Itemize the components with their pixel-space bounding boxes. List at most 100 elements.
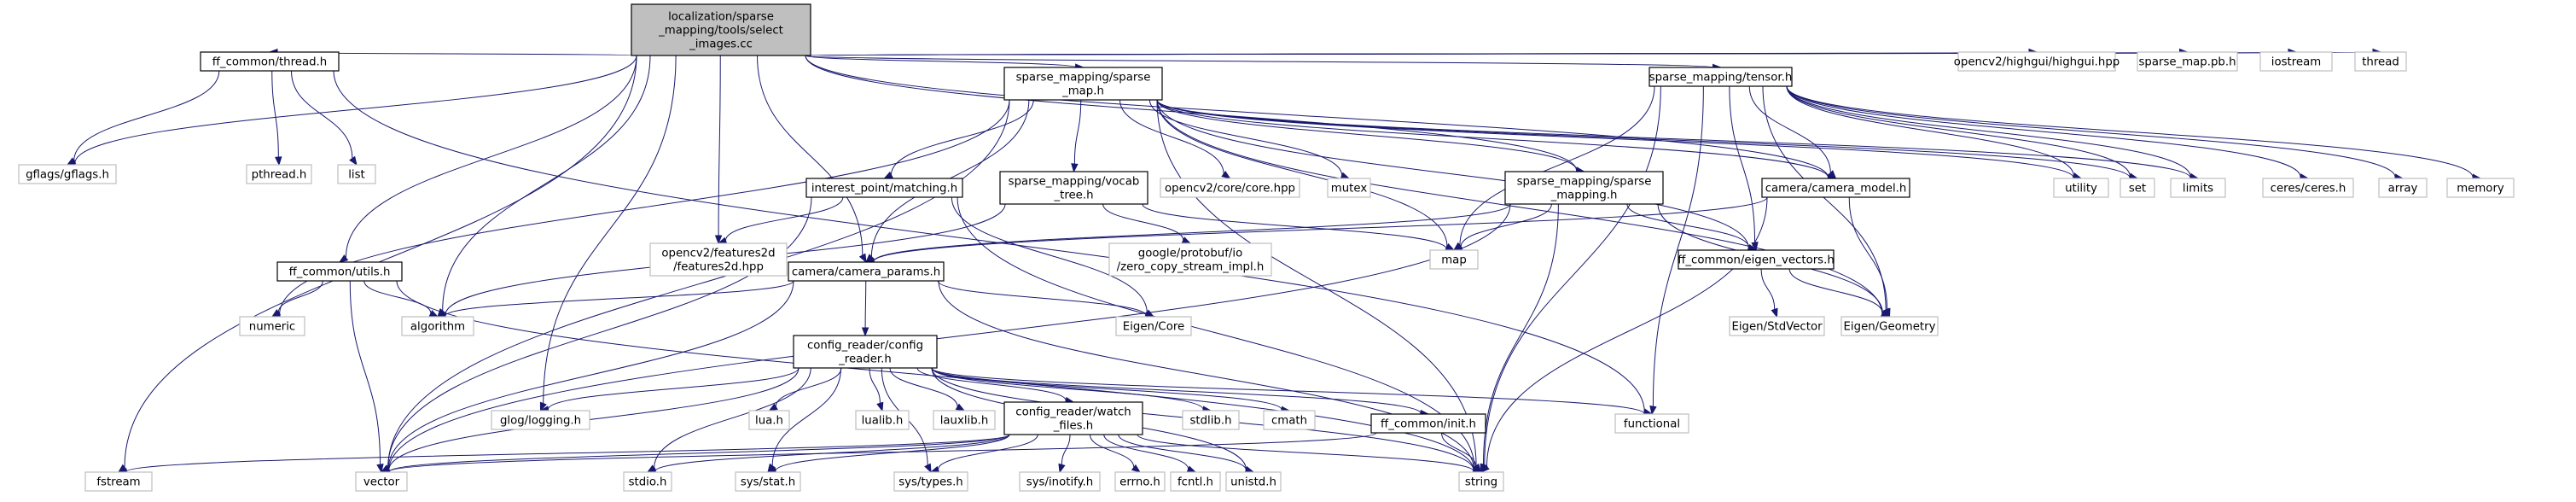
- edge-line: [1460, 203, 1552, 248]
- edge-arrowhead: [768, 403, 778, 412]
- edge-line: [388, 434, 1010, 472]
- node-label: memory: [2457, 183, 2504, 196]
- edge-watch-files-h-to-fstream: [117, 434, 1010, 476]
- edge-line: [1156, 99, 1883, 315]
- node-watch-files-h[interactable]: config_reader/watch_files.h: [1003, 401, 1143, 435]
- node-eigen-vectors-h[interactable]: ff_common/eigen_vectors.h: [1678, 249, 1835, 270]
- node-label: Eigen/Geometry: [1844, 321, 1936, 334]
- node-highgui: opencv2/highgui/highgui.hpp: [1954, 51, 2120, 72]
- node-sparse-map-h[interactable]: sparse_mapping/sparse_map.h: [1003, 67, 1163, 101]
- node-camera-params-h[interactable]: camera/camera_params.h: [788, 261, 945, 282]
- edge-arrowhead: [1186, 465, 1197, 473]
- node-box: [200, 51, 340, 72]
- nodes-layer: localization/sparse_mapping/tools/select…: [18, 3, 2515, 492]
- edge-line: [271, 70, 279, 158]
- edge-line: [1156, 99, 1477, 467]
- edge-camera-model-h-to-string: [1480, 196, 1768, 473]
- edge-line: [805, 55, 1077, 68]
- node-string: string: [1458, 471, 1504, 492]
- node-init-h[interactable]: ff_common/init.h: [1370, 413, 1486, 434]
- node-vocab-tree-h[interactable]: sparse_mapping/vocab_tree.h: [999, 171, 1148, 205]
- edge-line: [73, 70, 220, 161]
- edge-matching-h-to-features2d: [717, 196, 844, 244]
- node-sparse-map-pb: sparse_map.pb.h: [2137, 51, 2238, 72]
- edge-tensor-h-to-eigen-vectors-h: [1729, 85, 1759, 252]
- edge-sparse-map-h-to-numeric: [270, 99, 1010, 318]
- edge-line: [387, 280, 794, 470]
- edge-arrowhead: [1058, 463, 1066, 474]
- node-label: _images.cc: [689, 38, 753, 51]
- node-matching-h[interactable]: interest_point/matching.h: [805, 178, 963, 198]
- node-thread-h[interactable]: ff_common/thread.h: [200, 51, 340, 72]
- node-features2d: opencv2/features2d/features2d.hpp: [649, 242, 788, 277]
- node-stdio: stdio.h: [623, 471, 672, 492]
- node-box: [2354, 51, 2407, 72]
- edge-line: [1156, 99, 1829, 178]
- edge-sparse-mapping-h-to-string: [1480, 203, 1559, 474]
- edge-main-to-tensor-h: [805, 55, 1722, 72]
- node-box: [355, 471, 408, 492]
- edge-line: [889, 367, 958, 407]
- node-box: [631, 3, 811, 56]
- node-tensor-h[interactable]: sparse_mapping/tensor.h: [1649, 67, 1793, 87]
- edge-thread-h-to-pthread: [271, 70, 282, 166]
- edge-arrowhead: [66, 157, 77, 166]
- node-label: camera/camera_model.h: [1765, 183, 1907, 196]
- node-main[interactable]: localization/sparse_mapping/tools/select…: [631, 3, 811, 56]
- node-box: [1327, 178, 1371, 198]
- node-box: [1840, 316, 1939, 336]
- edge-arrowhead: [349, 155, 358, 166]
- node-gflags: gflags/gflags.h: [18, 164, 117, 184]
- node-label: ff_common/thread.h: [212, 56, 327, 69]
- node-box: [1160, 178, 1300, 198]
- edge-arrowhead: [929, 465, 940, 473]
- edge-camera-params-h-to-vector: [380, 280, 794, 473]
- node-config-reader-h[interactable]: config_reader/config_reader.h: [793, 335, 938, 369]
- node-label: lualib.h: [862, 415, 904, 428]
- edge-eigen-vectors-h-to-eigen-geometry: [1788, 268, 1891, 318]
- edge-line: [363, 280, 432, 314]
- edge-line: [1652, 85, 1704, 407]
- edge-line: [916, 367, 1067, 401]
- edge-arrowhead: [876, 401, 884, 412]
- edge-sparse-map-h-to-matching-h: [883, 99, 1034, 179]
- edge-watch-files-h-to-vector: [380, 434, 1010, 476]
- edge-arrowhead: [1827, 170, 1837, 180]
- edge-line: [124, 55, 637, 468]
- node-label: _tree.h: [1053, 190, 1093, 202]
- edge-line: [1090, 434, 1135, 468]
- edge-line: [1156, 99, 1578, 171]
- edges-layer: [66, 48, 2482, 476]
- node-label: _mapping/tools/select: [658, 25, 783, 38]
- node-label: utility: [2065, 183, 2097, 196]
- node-label: limits: [2183, 183, 2213, 196]
- edge-line: [1786, 85, 2074, 177]
- node-label: _files.h: [1053, 420, 1093, 433]
- node-label: ff_common/utils.h: [289, 266, 391, 279]
- node-protobuf-zc: google/protobuf/io/zero_copy_stream_impl…: [1108, 242, 1272, 277]
- node-eigen-core: Eigen/Core: [1115, 316, 1192, 336]
- edge-line: [1119, 99, 1224, 174]
- node-label: /zero_copy_stream_impl.h: [1117, 261, 1265, 274]
- edge-line: [805, 55, 1578, 171]
- node-label: algorithm: [410, 321, 465, 334]
- node-utils-h[interactable]: ff_common/utils.h: [276, 261, 403, 282]
- edge-tensor-h-to-ceres: [1786, 85, 2310, 181]
- edge-line: [1786, 85, 2474, 178]
- node-sparse-mapping-h[interactable]: sparse_mapping/sparse_mapping.h: [1504, 171, 1664, 205]
- node-box: [246, 164, 312, 184]
- edge-line: [1786, 85, 2301, 178]
- edge-line: [1762, 85, 1887, 311]
- edge-arrowhead: [1649, 405, 1657, 416]
- node-box: [337, 164, 376, 184]
- edge-utils-h-to-vector: [349, 280, 384, 474]
- node-box: [84, 471, 153, 492]
- node-label: unistd.h: [1230, 476, 1276, 489]
- node-camera-model-h[interactable]: camera/camera_model.h: [1761, 178, 1910, 198]
- edge-line: [349, 280, 381, 465]
- edge-line: [1760, 268, 1776, 310]
- edge-watch-files-h-to-errno: [1090, 434, 1142, 473]
- edge-line: [387, 196, 812, 469]
- edge-tensor-h-to-camera-model-h: [1748, 85, 1837, 180]
